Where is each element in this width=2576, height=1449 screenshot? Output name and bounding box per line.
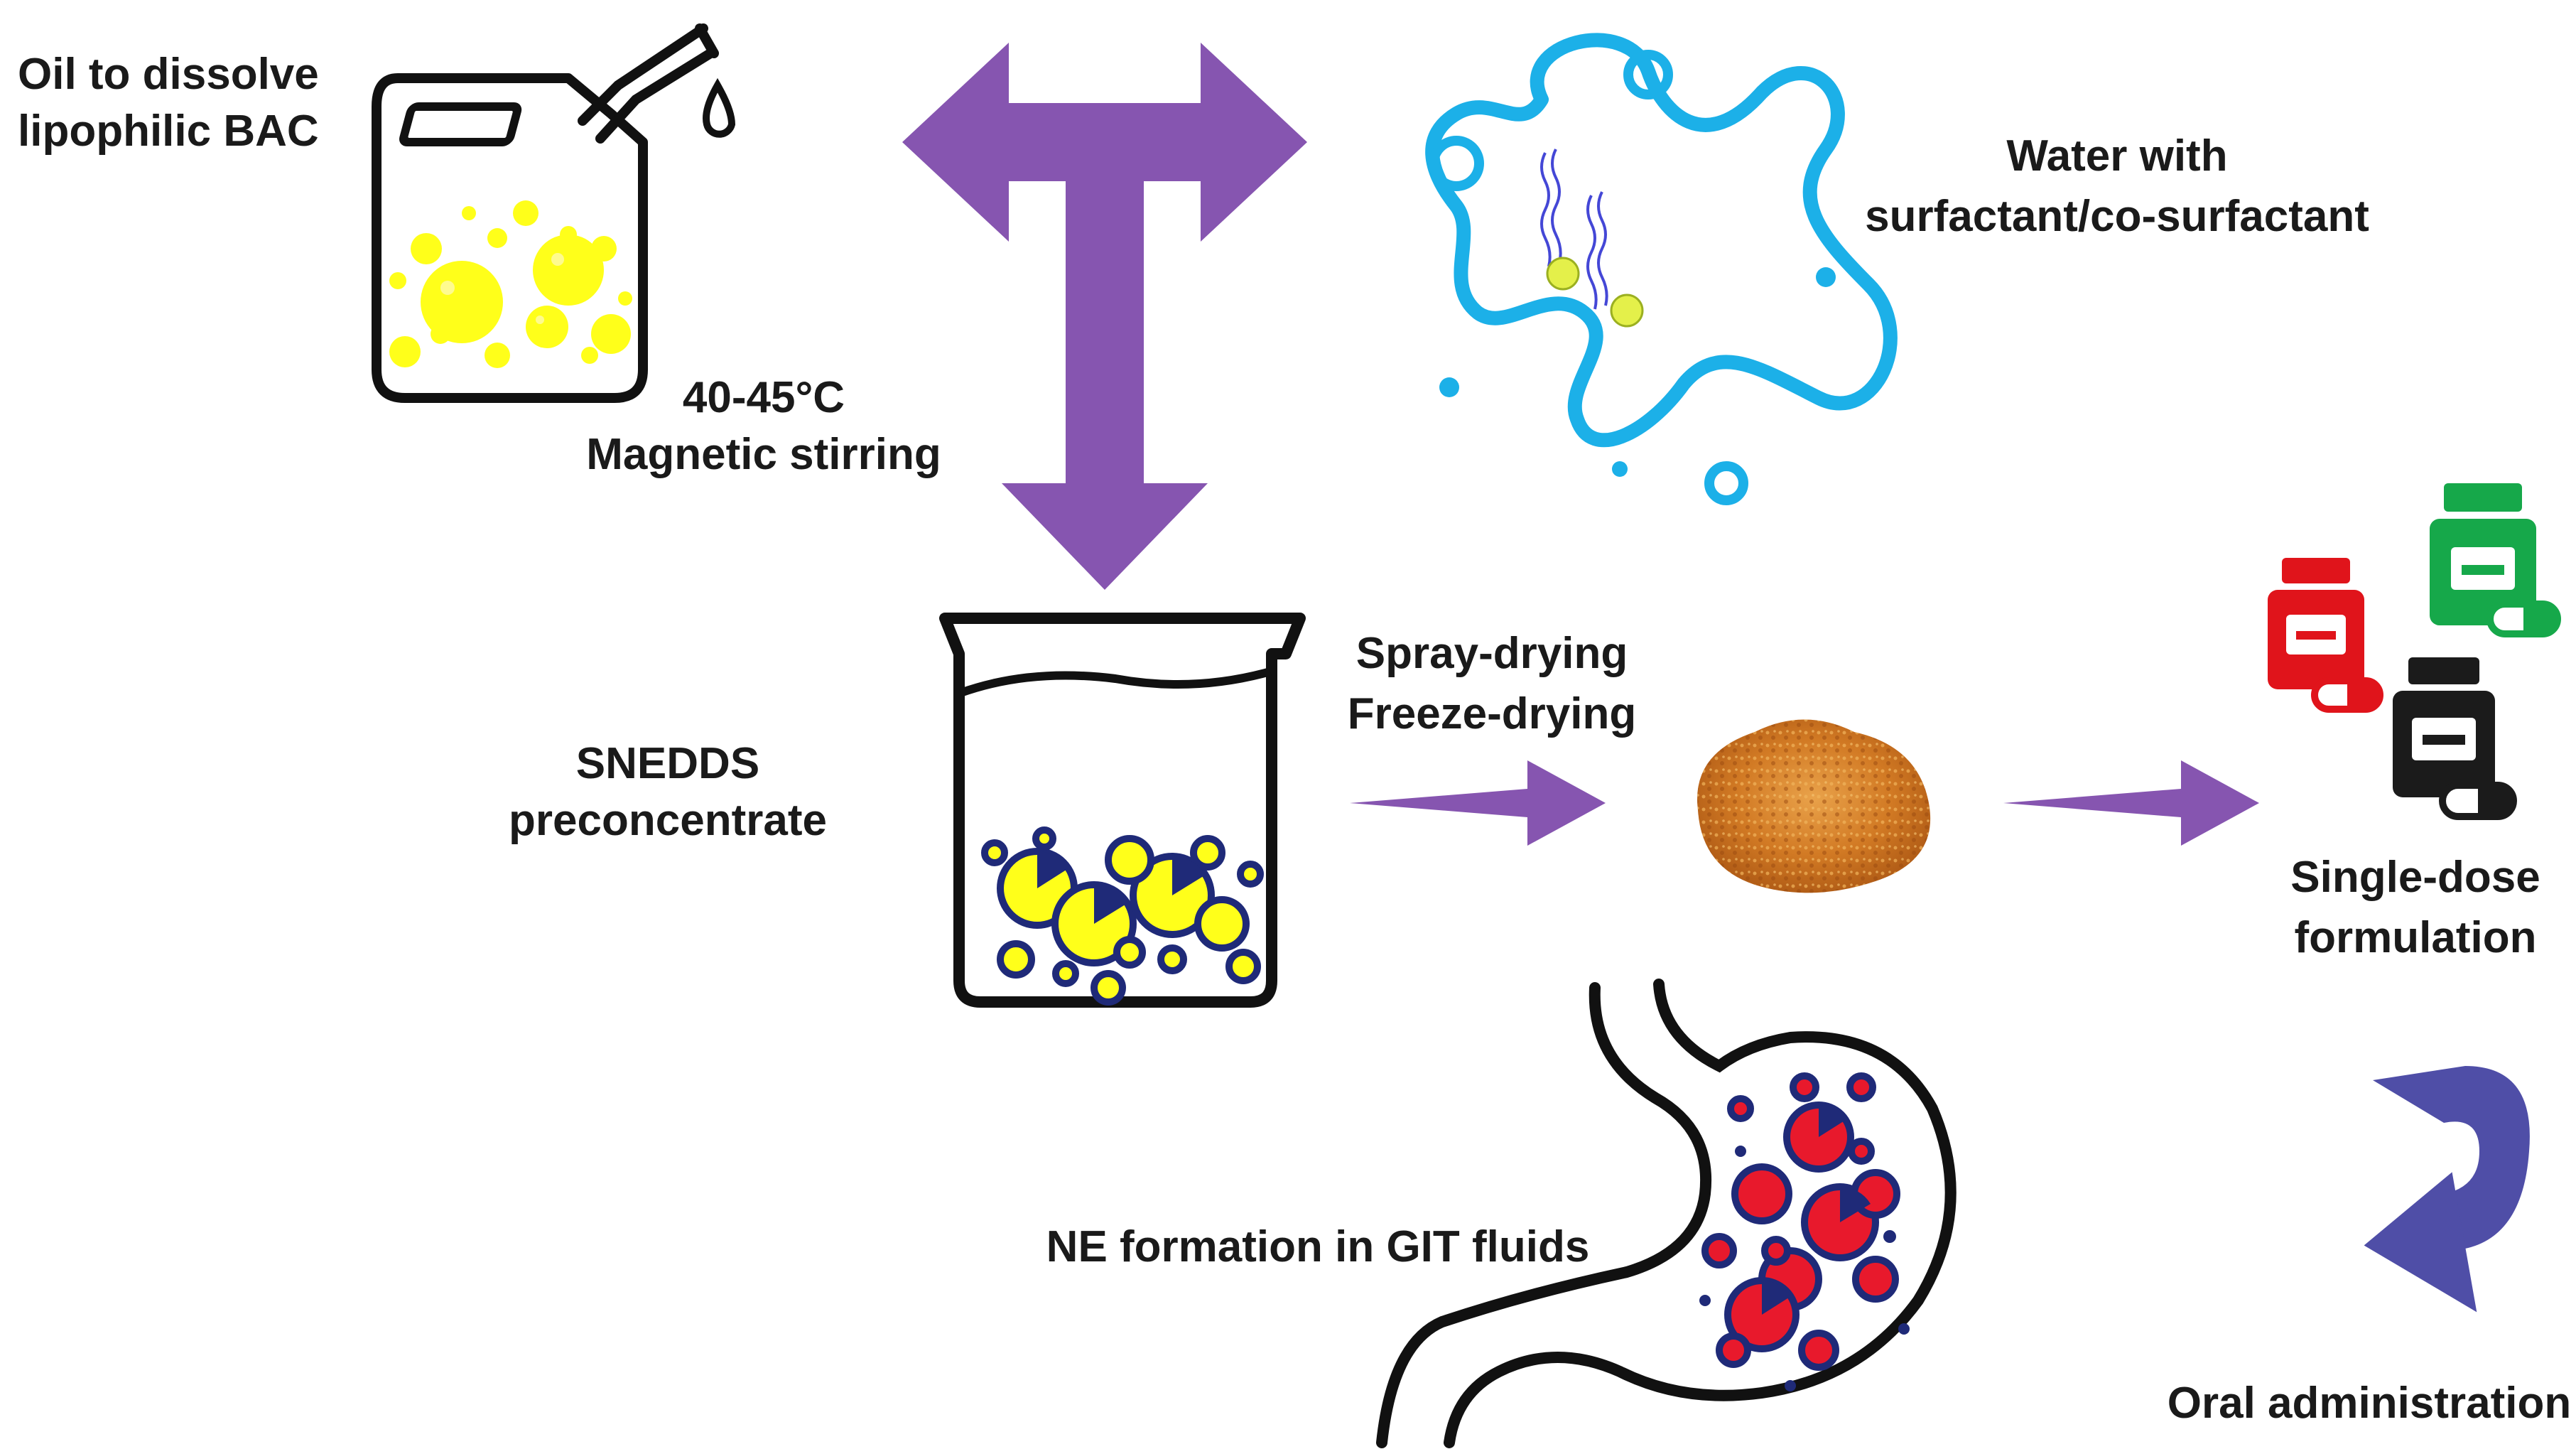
water-label-line1: Water with <box>2006 131 2227 181</box>
beaker-icon <box>939 613 1306 1008</box>
snedds-label-line2: preconcentrate <box>509 796 827 845</box>
ne-formation-label: NE formation in GIT fluids <box>1046 1222 1590 1271</box>
oil-canister-icon <box>372 23 736 403</box>
oil-label-line2: lipophilic BAC <box>18 107 319 156</box>
arrow-to-powder <box>1350 760 1606 846</box>
micelle-icon <box>1425 33 1898 505</box>
t-arrow <box>902 43 1307 590</box>
single-dose-label-line1: Single-dose <box>2290 853 2540 902</box>
oral-administration-label: Oral administration <box>2168 1379 2571 1428</box>
freeze-drying-label: Freeze-drying <box>1348 689 1637 738</box>
single-dose-label-line2: formulation <box>2295 913 2537 962</box>
powder-icon <box>1697 719 1931 893</box>
stomach-icon <box>1376 979 1957 1448</box>
temperature-label: 40-45°C <box>683 373 845 422</box>
arrow-to-bottles <box>2003 760 2259 846</box>
curved-return-arrow-icon <box>2364 1066 2530 1313</box>
snedds-label-line1: SNEDDS <box>576 739 759 788</box>
water-label-line2: surfactant/co-surfactant <box>1865 192 2369 241</box>
oil-label-line1: Oil to dissolve <box>18 50 319 99</box>
spray-drying-label: Spray-drying <box>1356 629 1628 678</box>
pill-bottle-icon <box>2268 483 2561 820</box>
stirring-label: Magnetic stirring <box>586 430 941 479</box>
